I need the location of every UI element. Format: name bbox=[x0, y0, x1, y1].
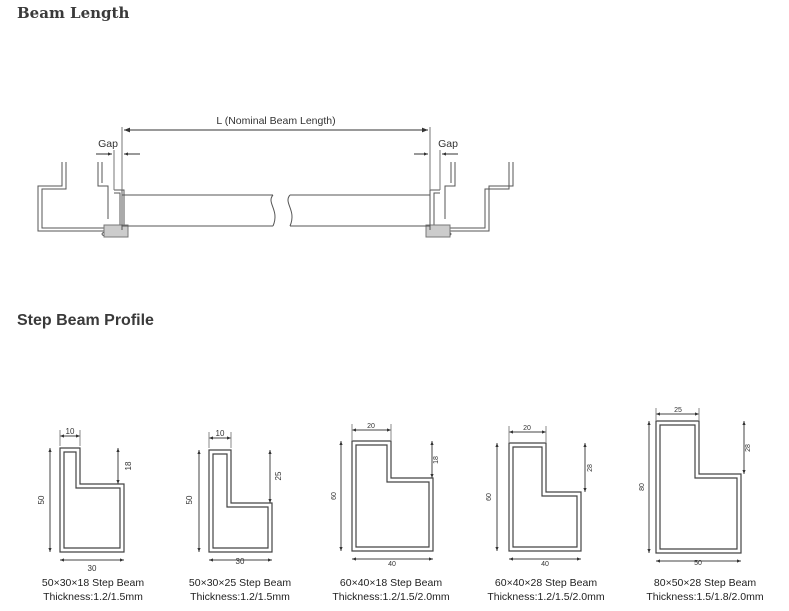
beam-length-heading: Beam Length bbox=[17, 4, 130, 22]
profile-2-top-dim: 10 bbox=[216, 429, 225, 438]
profile-3-top-dim: 20 bbox=[367, 423, 375, 430]
right-upright bbox=[425, 162, 514, 238]
profile-4-top-dim: 20 bbox=[523, 425, 531, 432]
length-dimension bbox=[121, 127, 431, 190]
profile-5-left-dim: 80 bbox=[639, 483, 646, 491]
step-beam-profile-heading: Step Beam Profile bbox=[17, 312, 154, 329]
profile-2-bottom-dim: 30 bbox=[236, 557, 245, 566]
profile-1 bbox=[48, 430, 125, 562]
profile-2-thickness: Thickness:1.2/1.5mm bbox=[190, 591, 290, 603]
profile-3-bottom-dim: 40 bbox=[388, 561, 396, 568]
profile-5-right-dim: 28 bbox=[745, 444, 752, 452]
profile-1-name: 50×30×18 Step Beam bbox=[42, 577, 144, 589]
profile-3-right-dim: 18 bbox=[433, 456, 440, 464]
gap-dimension-right bbox=[414, 150, 458, 190]
profile-2-name: 50×30×25 Step Beam bbox=[189, 577, 291, 589]
profile-1-thickness: Thickness:1.2/1.5mm bbox=[43, 591, 143, 603]
gap-label-left: Gap bbox=[98, 138, 118, 150]
profile-3-name: 60×40×18 Step Beam bbox=[340, 577, 442, 589]
profile-4-thickness: Thickness:1.2/1.5/2.0mm bbox=[487, 591, 605, 603]
profile-2 bbox=[197, 432, 273, 562]
profile-4-right-dim: 28 bbox=[587, 464, 594, 472]
profile-4-left-dim: 60 bbox=[486, 493, 493, 501]
profile-1-right-dim: 18 bbox=[124, 461, 133, 470]
beam-tube bbox=[121, 188, 431, 230]
profile-5-bottom-dim: 50 bbox=[694, 560, 702, 567]
left-upright bbox=[37, 162, 129, 238]
profile-3 bbox=[339, 424, 434, 561]
profile-5-top-dim: 25 bbox=[674, 407, 682, 414]
profile-5 bbox=[647, 408, 746, 563]
profile-1-bottom-dim: 30 bbox=[88, 564, 97, 573]
profile-5-thickness: Thickness:1.5/1.8/2.0mm bbox=[646, 591, 764, 603]
beam-length-diagram bbox=[37, 127, 514, 238]
profile-1-left-dim: 50 bbox=[37, 495, 46, 504]
gap-dimension-left bbox=[96, 150, 140, 190]
profile-1-top-dim: 10 bbox=[66, 427, 75, 436]
gap-label-right: Gap bbox=[438, 138, 458, 150]
profile-5-name: 80×50×28 Step Beam bbox=[654, 577, 756, 589]
profile-4-name: 60×40×28 Step Beam bbox=[495, 577, 597, 589]
profile-2-left-dim: 50 bbox=[185, 495, 194, 504]
length-label: L (Nominal Beam Length) bbox=[216, 115, 335, 127]
profile-2-right-dim: 25 bbox=[274, 471, 283, 480]
profile-4-bottom-dim: 40 bbox=[541, 561, 549, 568]
profile-4 bbox=[495, 426, 587, 561]
step-beam-profiles bbox=[48, 408, 746, 563]
profile-3-left-dim: 60 bbox=[331, 492, 338, 500]
profile-3-thickness: Thickness:1.2/1.5/2.0mm bbox=[332, 591, 450, 603]
